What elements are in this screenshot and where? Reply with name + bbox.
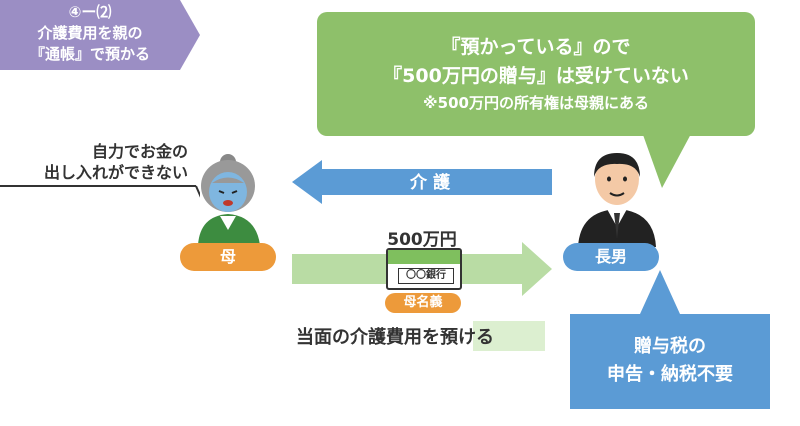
tax-box-shape <box>570 270 770 409</box>
account-name-label: 母名義 <box>385 293 461 313</box>
mother-caption-pointer <box>0 185 200 198</box>
speech-bubble: 『預かっている』ので 『500万円の贈与』は受けていない ※500万円の所有権は… <box>317 12 755 192</box>
purpose-highlight <box>473 321 545 351</box>
care-arrow-label: 介 護 <box>410 173 450 193</box>
topic-banner: ④ー⑵ 介護費用を親の 『通帳』で預かる <box>0 0 200 70</box>
passbook-stripe <box>388 250 460 264</box>
mother-caption-line-1: 自力でお金の <box>91 142 188 161</box>
banner-line-2: 『通帳』で預かる <box>29 45 150 63</box>
son-label: 長男 <box>563 243 659 271</box>
passbook-bank-label: 〇〇銀行 <box>398 268 454 284</box>
tax-box-line-1: 贈与税の <box>634 336 706 357</box>
tax-box-line-2: 申告・納税不要 <box>607 364 733 385</box>
mother-caption-line-2: 出し入れができない <box>43 163 188 182</box>
mother-avatar <box>198 154 260 245</box>
bubble-line-2: 『500万円の贈与』は受けていない <box>383 65 689 87</box>
tax-box: 贈与税の 申告・納税不要 <box>570 333 770 389</box>
speech-bubble-shape <box>317 12 755 188</box>
care-arrow <box>292 160 552 204</box>
mother-caption: 自力でお金の 出し入れができない <box>40 141 188 183</box>
banner-shape <box>0 0 200 70</box>
passbook-icon: 〇〇銀行 <box>386 248 462 290</box>
money-amount: 500万円 <box>387 230 457 250</box>
bubble-line-3: ※500万円の所有権は母親にある <box>423 94 649 112</box>
bubble-line-1: 『預かっている』ので <box>441 36 631 58</box>
banner-line-1: 介護費用を親の <box>37 24 143 42</box>
purpose-text: 当面の介護費用を預ける <box>296 327 494 348</box>
mother-label: 母 <box>180 243 276 271</box>
son-avatar <box>578 153 656 247</box>
banner-number: ④ー⑵ <box>68 3 112 21</box>
